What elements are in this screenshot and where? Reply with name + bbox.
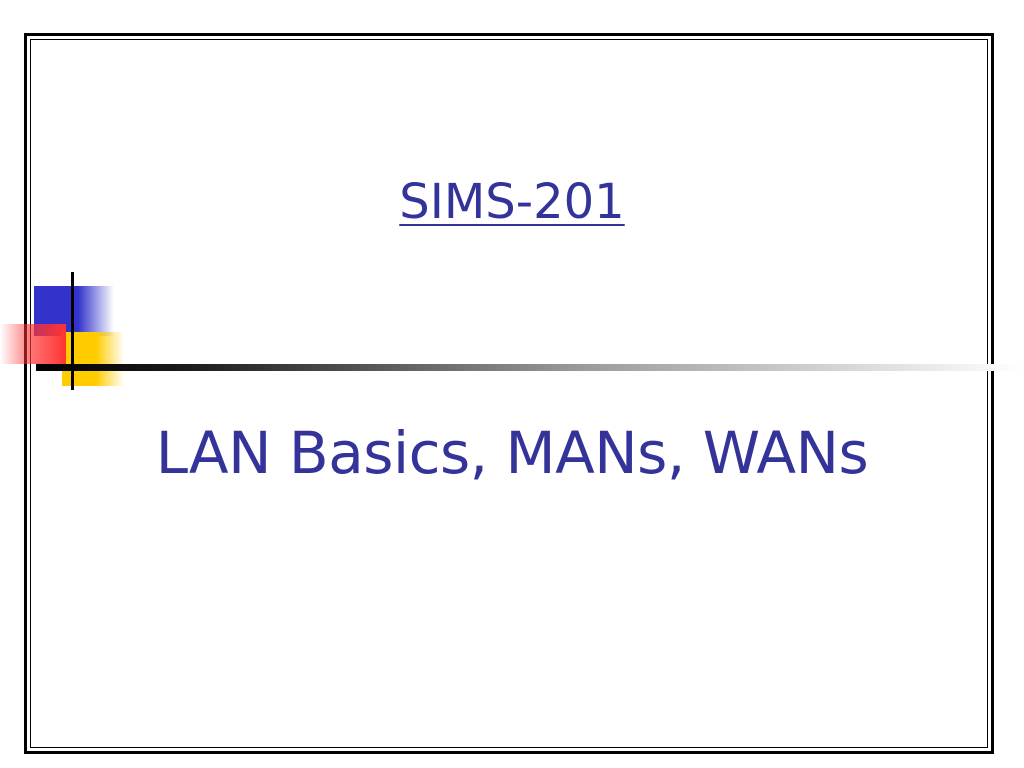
title-decoration [0, 272, 1024, 390]
vertical-crossline [71, 272, 74, 390]
red-square [0, 324, 66, 364]
slide-border [24, 33, 994, 754]
horizontal-rule [36, 364, 1024, 371]
course-code-link[interactable]: SIMS-201 [399, 174, 625, 230]
slide-title: LAN Basics, MANs, WANs [155, 419, 869, 487]
slide-inner-border [30, 39, 988, 748]
